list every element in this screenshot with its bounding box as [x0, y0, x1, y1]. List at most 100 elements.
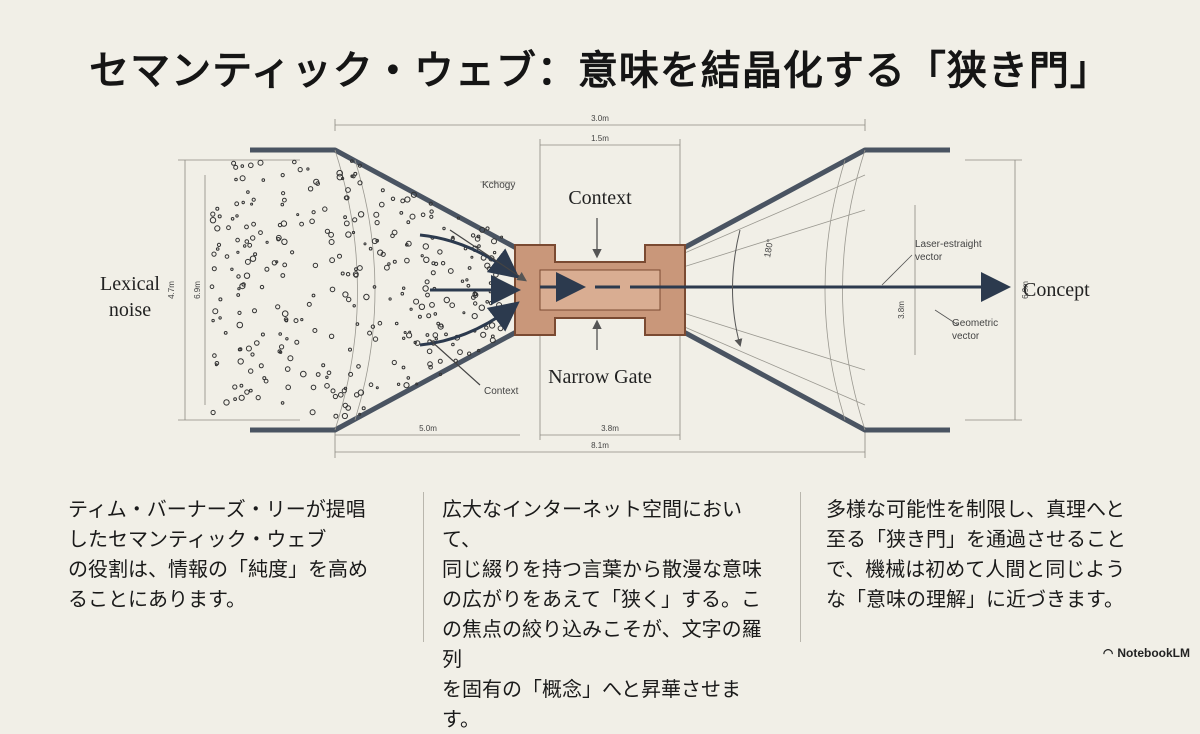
noise-particle — [357, 180, 363, 186]
lexical-noise-label-1: Lexical — [100, 273, 160, 295]
noise-particle — [218, 316, 222, 320]
noise-particle — [265, 240, 269, 244]
noise-particle — [311, 293, 316, 298]
noise-particle — [492, 250, 497, 255]
noise-particle — [465, 278, 469, 282]
noise-particle — [309, 218, 315, 225]
noise-particle — [210, 211, 216, 217]
noise-particle — [328, 231, 335, 238]
narrow-gate — [514, 244, 686, 336]
noise-particle — [409, 213, 416, 220]
noise-particle — [297, 167, 303, 173]
notebooklm-logo-icon: ◠ — [1102, 646, 1114, 660]
noise-particle — [344, 195, 350, 201]
noise-particle — [241, 282, 246, 287]
noise-particle — [255, 395, 261, 401]
noise-particle — [425, 292, 430, 298]
kchogy-label: Kchogy — [482, 180, 515, 191]
noise-particle — [249, 255, 257, 262]
noise-particle — [429, 209, 434, 214]
noise-particle — [338, 392, 344, 398]
noise-particle — [329, 286, 336, 293]
noise-particle — [236, 250, 240, 254]
noise-particle — [239, 175, 246, 182]
noise-particle — [224, 254, 230, 259]
noise-particle — [396, 382, 401, 386]
noise-particle — [324, 228, 330, 234]
noise-particle — [361, 406, 366, 411]
noise-particle — [252, 308, 257, 314]
noise-particle — [281, 191, 286, 196]
noise-particle — [312, 262, 319, 269]
noise-particle — [215, 206, 220, 211]
gate-channel — [539, 269, 661, 311]
noise-particle — [403, 382, 410, 389]
noise-particle — [299, 221, 305, 227]
noise-particle — [325, 375, 329, 379]
noise-particle — [420, 212, 426, 218]
laser-vector-label-1: Laser-estraight — [915, 239, 982, 250]
noise-particle — [315, 181, 321, 186]
noise-particle — [437, 323, 444, 330]
noise-particle — [425, 333, 430, 337]
geometric-vector-label-1: Geometric — [952, 318, 998, 329]
noise-particle — [409, 307, 413, 311]
noise-particle — [388, 297, 392, 301]
noise-particle — [428, 364, 433, 370]
noise-particle — [488, 301, 493, 306]
noise-particle — [275, 304, 281, 310]
noise-particle — [368, 382, 374, 388]
noise-particle — [493, 272, 499, 278]
noise-particle — [337, 253, 342, 259]
noise-particle — [333, 413, 339, 419]
dim-right-inner: 3.8m — [897, 301, 906, 319]
noise-particle — [367, 330, 373, 336]
noise-particle — [280, 173, 285, 178]
noise-particle — [430, 270, 436, 276]
noise-particle — [406, 376, 411, 380]
noise-particle — [284, 366, 291, 372]
noise-particle — [474, 236, 481, 242]
noise-particle — [343, 215, 348, 220]
noise-particle — [290, 250, 295, 255]
noise-particle — [280, 273, 286, 278]
noise-particle — [258, 363, 264, 369]
noise-particle — [440, 261, 446, 266]
noise-particle — [470, 233, 476, 238]
noise-particle — [352, 217, 358, 223]
text-column-3: 多様な可能性を制限し、真理へと 至る「狭き門」を通過させること で、機械は初めて… — [826, 497, 1126, 611]
noise-particle — [371, 238, 378, 245]
noise-particle — [406, 220, 411, 225]
noise-particle — [350, 159, 354, 163]
noise-particle — [261, 178, 266, 182]
noise-particle — [296, 213, 300, 217]
noise-particle — [437, 249, 443, 255]
dim-top-gate: 1.5m — [591, 134, 609, 143]
noise-particle — [432, 332, 439, 338]
noise-particle — [368, 246, 373, 251]
noise-particle — [350, 174, 354, 178]
noise-particle — [280, 202, 285, 207]
noise-particle — [307, 186, 314, 192]
noise-particle — [457, 349, 463, 356]
noise-particle — [321, 363, 326, 368]
noise-particle — [391, 359, 397, 366]
noise-particle — [244, 239, 250, 244]
noise-particle — [283, 317, 289, 322]
noise-particle — [429, 214, 434, 219]
noise-particle — [343, 386, 348, 391]
noise-particle — [306, 167, 310, 171]
noise-particle — [402, 336, 406, 340]
noise-particle — [422, 285, 429, 292]
angle-label: 180° — [762, 238, 775, 258]
noise-particle — [429, 302, 435, 308]
noise-particle — [348, 371, 354, 377]
noise-particle — [245, 345, 252, 352]
lexical-noise-label-2: noise — [109, 299, 151, 321]
noise-particle — [345, 405, 352, 411]
noise-particle — [428, 201, 433, 206]
noise-particle — [377, 320, 383, 326]
context-top-label: Context — [568, 187, 632, 209]
noise-particle — [405, 240, 412, 247]
noise-particle — [423, 256, 430, 263]
